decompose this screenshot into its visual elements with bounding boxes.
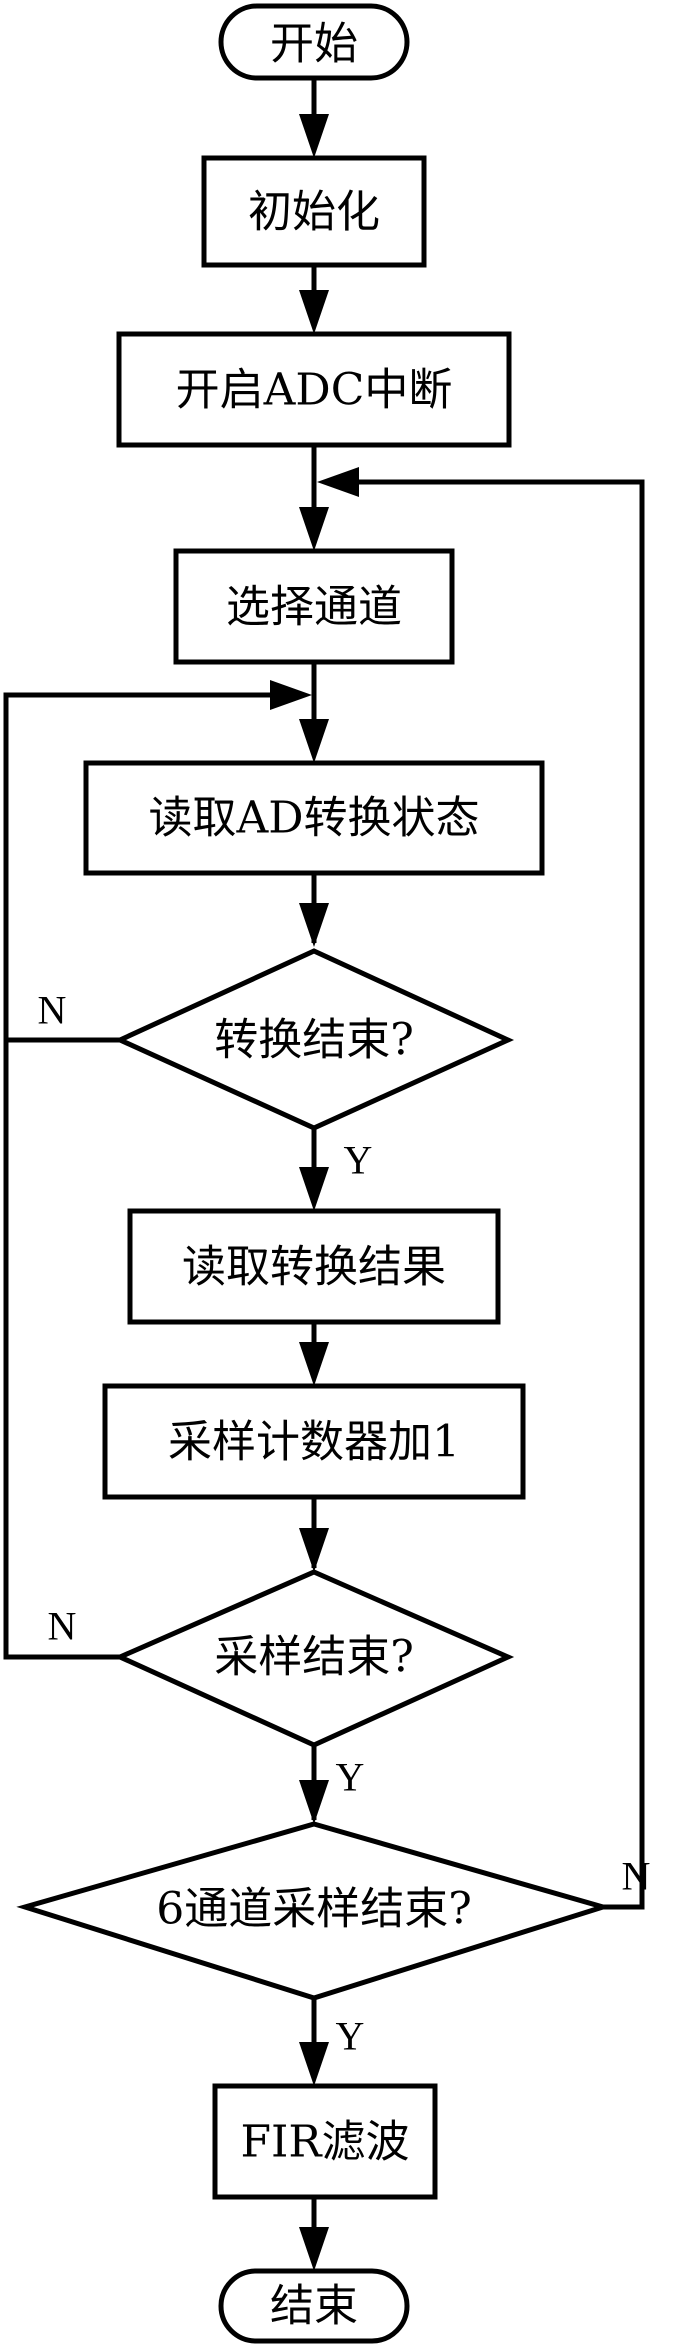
arrowhead [299,1167,329,1211]
fir-label: FIR滤波 [240,2117,409,2168]
sample-no-label: N [48,1604,77,1649]
arrowhead [299,719,329,763]
init-label: 初始化 [248,187,380,238]
arrowhead [299,2227,329,2271]
arrowhead [299,507,329,551]
process-counter-inc [102,1383,526,1500]
node-read-result: 读取转换结果 [127,1208,501,1325]
node-init: 初始化 [201,155,427,268]
conv-no-label: N [38,988,67,1033]
node-end: 结束 [218,2268,410,2344]
sample-done-label: 采样结束? [214,1632,414,1683]
node-enable-adc: 开启ADC中断 [116,331,512,448]
read-status-label: 读取AD转换状态 [148,793,479,844]
arrowhead [299,290,329,334]
decision-six-done [16,1821,612,2001]
end-label: 结束 [270,2281,358,2332]
conv-done-label: 转换结束? [214,1015,414,1066]
conv-yes-label: Y [344,1138,373,1183]
branch-labels: N Y N Y N Y [38,988,651,2059]
arrowheads [270,114,359,2271]
node-fir: FIR滤波 [212,2083,438,2200]
process-read-result [127,1208,501,1325]
arrowhead [299,903,329,947]
arrowhead [270,680,312,710]
arrowhead [299,1528,329,1572]
start-label: 开始 [270,19,358,70]
six-done-label: 6通道采样结束? [156,1884,472,1935]
sample-yes-label: Y [336,1755,365,1800]
decision-conv-done [113,948,515,1131]
process-init [201,155,427,268]
arrowhead [299,1780,329,1824]
process-select-channel [173,548,455,665]
node-select-channel: 选择通道 [173,548,455,665]
loop-conv-no [3,692,278,1043]
node-read-status: 读取AD转换状态 [83,760,545,876]
arrowhead [299,114,329,158]
node-conv-done: 转换结束? [113,948,515,1131]
terminator-end [218,2268,410,2344]
process-read-status [83,760,545,876]
node-start: 开始 [218,3,410,81]
loop-six-no [350,479,645,1910]
select-channel-label: 选择通道 [226,582,402,633]
process-enable-adc [116,331,512,448]
six-no-label: N [622,1854,651,1899]
enable-adc-label: 开启ADC中断 [176,365,453,416]
node-counter-inc: 采样计数器加1 [102,1383,526,1500]
arrowhead [317,467,359,497]
decision-sample-done [113,1569,515,1748]
counter-inc-label: 采样计数器加1 [168,1417,460,1468]
arrowhead [299,1342,329,1386]
process-fir [212,2083,438,2200]
node-six-done: 6通道采样结束? [16,1821,612,2001]
loop-sample-no [3,1040,120,1660]
connectors [3,78,645,2263]
node-sample-done: 采样结束? [113,1569,515,1748]
read-result-label: 读取转换结果 [182,1242,446,1293]
six-yes-label: Y [336,2014,365,2059]
terminator-start [218,3,410,81]
arrowhead [299,2042,329,2086]
